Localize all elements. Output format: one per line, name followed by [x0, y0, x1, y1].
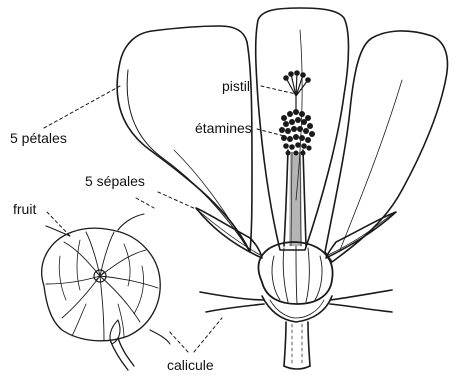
stamen-column — [284, 150, 306, 246]
leader-sepals-1 — [136, 198, 154, 208]
petal-right — [325, 31, 447, 262]
leader-sepals-2 — [158, 192, 198, 210]
label-epicalyx: calicule — [167, 358, 214, 372]
leader-fruit — [47, 212, 70, 236]
label-stamens: étamines — [195, 121, 252, 135]
epicalyx-bracts-right — [330, 290, 392, 312]
fruit — [42, 214, 170, 370]
petal-left — [117, 26, 252, 252]
label-sepals: 5 sépales — [85, 174, 145, 188]
stamens-anthers — [279, 109, 315, 156]
label-fruit: fruit — [13, 202, 36, 216]
ovary — [259, 242, 333, 304]
epicalyx — [200, 290, 392, 322]
petals — [117, 8, 447, 262]
label-pistil: pistil — [222, 79, 250, 93]
epicalyx-bracts-left — [200, 292, 264, 312]
leader-lines — [44, 86, 296, 352]
label-petals: 5 pétales — [10, 131, 67, 145]
leader-petals — [44, 86, 120, 128]
leader-calicule-2 — [194, 318, 222, 352]
leader-calicule-1 — [168, 330, 188, 352]
pistil — [284, 71, 310, 112]
pedicel — [284, 322, 310, 369]
ovary-outline — [259, 242, 333, 304]
